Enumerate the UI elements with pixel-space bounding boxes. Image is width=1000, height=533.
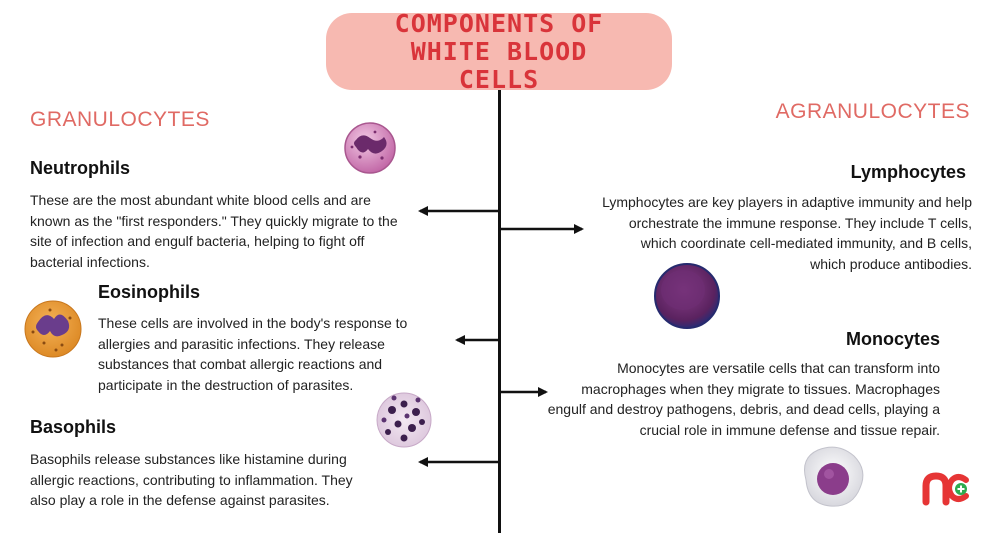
monocytes-heading: Monocytes (845, 329, 940, 349)
category-agranulocytes: AGRANULOCYTES (775, 100, 970, 123)
eosinophils-heading: Eosinophils (98, 282, 201, 302)
neutrophils-heading: Neutrophils (30, 158, 131, 178)
lymphocyte-cell-icon (654, 263, 720, 329)
monocytes-description: Monocytes are versatile cells that can t… (547, 360, 940, 438)
page-title: COMPONENTS OF WHITE BLOOD CELLS (394, 8, 604, 94)
monocyte-cell-icon (804, 446, 864, 507)
eosinophils-description: These cells are involved in the body's r… (98, 315, 408, 393)
basophils-description: Basophils release substances like histam… (30, 451, 353, 508)
neutrophils-description: These are the most abundant white blood … (30, 192, 398, 270)
lymphocytes-heading: Lymphocytes (850, 162, 966, 182)
basophil-cell-icon (376, 392, 432, 448)
nc-logo-icon (922, 472, 969, 506)
central-axis-line (498, 90, 501, 533)
category-granulocytes: GRANULOCYTES (30, 108, 210, 131)
neutrophil-cell-icon (344, 122, 396, 174)
lymphocytes-description: Lymphocytes are key players in adaptive … (602, 194, 972, 272)
basophils-heading: Basophils (30, 417, 117, 437)
eosinophil-cell-icon (24, 300, 82, 358)
title-banner: COMPONENTS OF WHITE BLOOD CELLS (326, 9, 672, 93)
